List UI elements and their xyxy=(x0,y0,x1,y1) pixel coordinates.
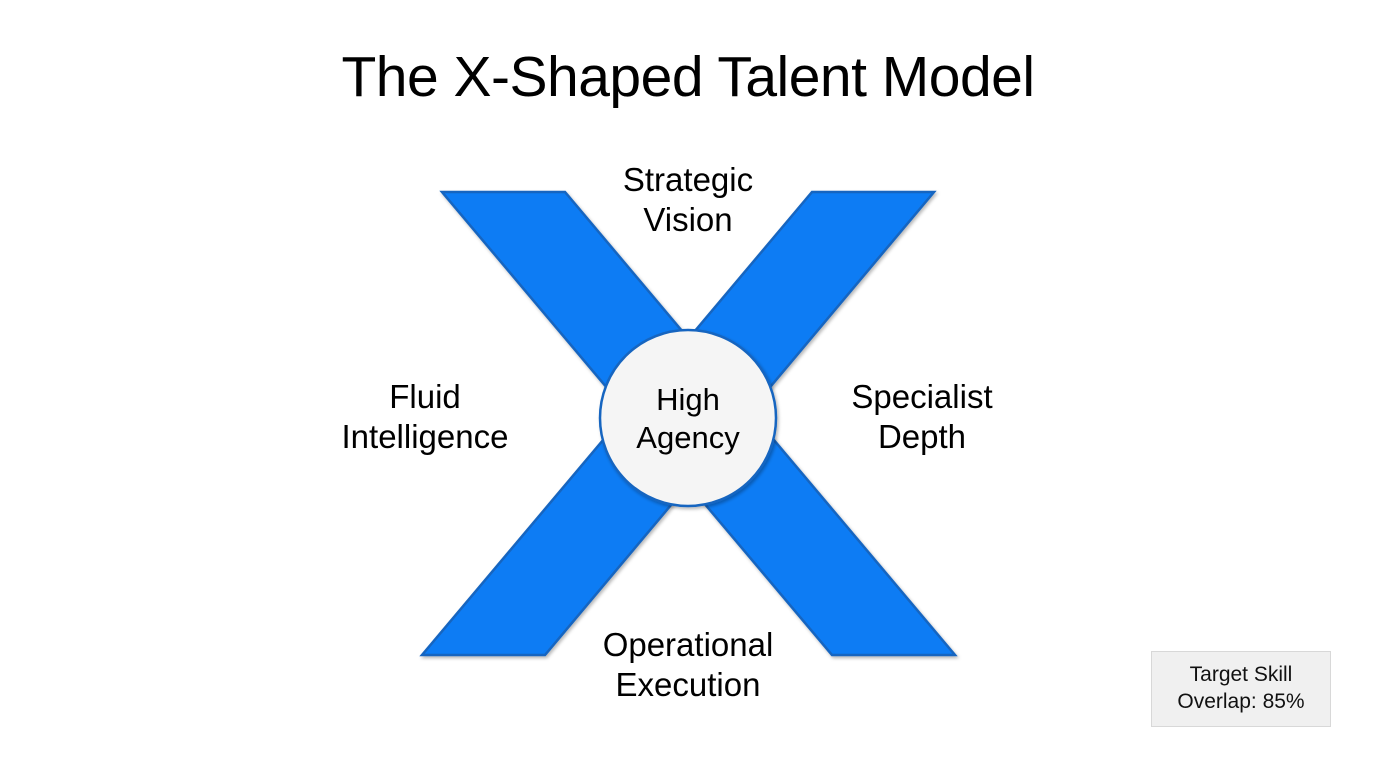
quadrant-label-left-line1: Fluid xyxy=(389,378,461,415)
quadrant-label-bottom-line1: Operational xyxy=(602,626,774,663)
quadrant-label-top-line2: Vision xyxy=(643,201,733,239)
quadrant-label-bottom-line2: Execution xyxy=(615,666,761,704)
quadrant-label-fluid-intelligence: Fluid Intelligence xyxy=(245,377,605,458)
center-node-circle xyxy=(598,328,778,508)
quadrant-label-operational-execution: Operational Execution xyxy=(488,625,888,706)
quadrant-label-left-line2: Intelligence xyxy=(341,418,509,456)
quadrant-label-specialist-depth: Specialist Depth xyxy=(772,377,1072,458)
center-node-label-line1: High xyxy=(656,382,720,417)
quadrant-label-top-line1: Strategic xyxy=(622,161,754,198)
center-node-label-line2: Agency xyxy=(636,419,740,455)
quadrant-label-right-line1: Specialist xyxy=(851,378,993,415)
legend-line-2: Overlap: 85% xyxy=(1177,690,1305,713)
quadrant-label-right-line2: Depth xyxy=(877,418,967,456)
legend-line-1: Target Skill xyxy=(1189,663,1293,687)
page-title: The X-Shaped Talent Model xyxy=(341,45,1035,109)
quadrant-label-strategic-vision: Strategic Vision xyxy=(488,160,888,241)
legend-box: Target Skill Overlap: 85% xyxy=(1151,651,1331,727)
center-node-label: High Agency xyxy=(588,381,788,457)
